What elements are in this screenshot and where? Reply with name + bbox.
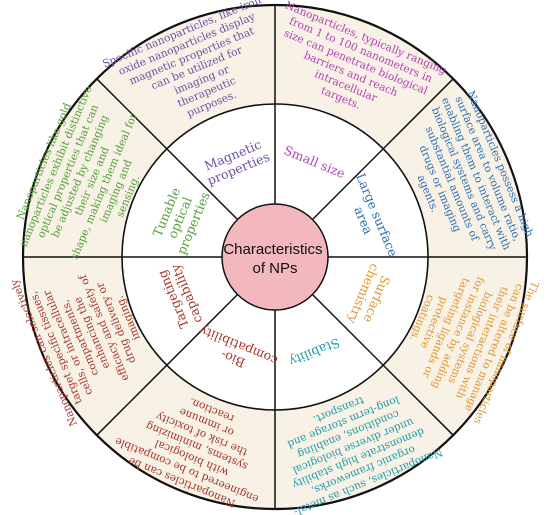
segment-dividers bbox=[23, 5, 527, 509]
center-title-line-1: Characteristics bbox=[223, 241, 322, 258]
center-title: Characteristics of NPs bbox=[223, 241, 326, 277]
divider-line bbox=[311, 78, 454, 221]
center-hub: Characteristics of NPs bbox=[221, 203, 329, 311]
divider-line bbox=[96, 293, 239, 436]
center-circle bbox=[221, 203, 329, 311]
divider-line bbox=[96, 78, 239, 221]
segment-stability-outer: Nanoparticles, such as metal-organic fra… bbox=[262, 374, 444, 515]
stability-outer-text: Nanoparticles, such as metal-organic fra… bbox=[262, 374, 444, 515]
divider-line bbox=[311, 293, 454, 436]
center-title-line-2: of NPs bbox=[252, 260, 297, 277]
